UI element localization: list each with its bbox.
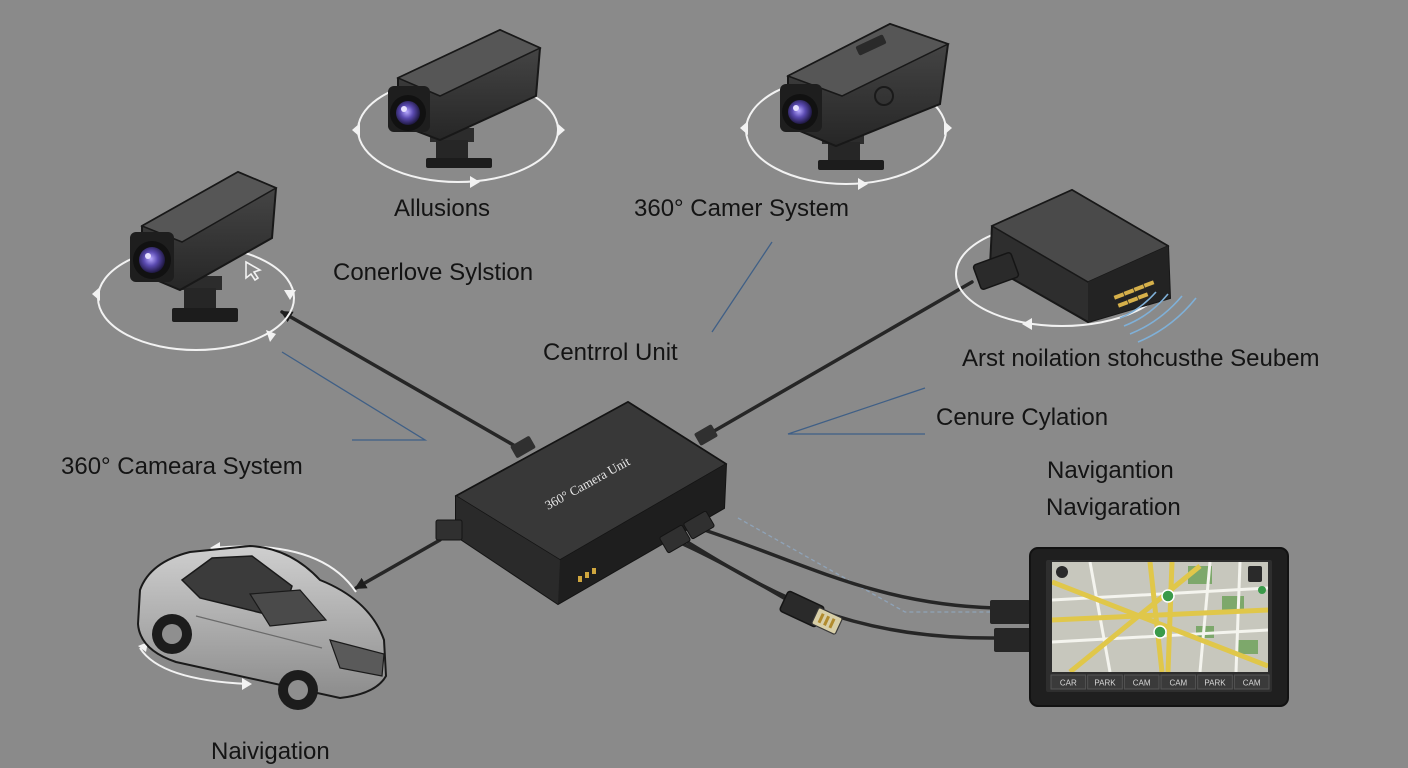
ring-arrow-icon: [740, 121, 748, 135]
central-unit: 360° Camera Unit: [435, 400, 728, 606]
map-pin-icon: [1161, 589, 1175, 603]
screen-button[interactable]: [1123, 674, 1160, 690]
label-module: Arst noilation stohcusthe Seubem: [962, 345, 1320, 372]
label-cam-left: 360° Cameara System: [61, 453, 303, 480]
leader-line-cable: [737, 517, 990, 613]
screen-button-label: CAM: [1169, 679, 1187, 688]
label-center: Cenure Cylation: [936, 404, 1109, 431]
leader-line-top: [711, 241, 773, 333]
cable-to-screen-1: [690, 524, 997, 610]
screen-button[interactable]: [1087, 674, 1123, 690]
screen-button[interactable]: [1233, 674, 1270, 690]
rotation-arc: [139, 647, 249, 685]
cable-to-left-camera: [280, 310, 524, 452]
pin-connector: [1113, 280, 1155, 308]
label-cam-top-right: 360° Camer System: [634, 195, 850, 222]
ring-arrow-icon: [266, 330, 276, 342]
ring-arrow-icon: [1022, 318, 1032, 330]
camera-top-left: [352, 28, 565, 188]
cursor-icon: [245, 260, 262, 282]
map-pin-icon: [1258, 586, 1266, 594]
compass-icon: [1056, 566, 1068, 578]
ring-arrow-icon: [858, 178, 868, 190]
screen-button[interactable]: [1160, 674, 1197, 690]
label-control-unit: Centrrol Unit: [543, 339, 678, 366]
signal-waves-icon: [1119, 291, 1197, 343]
camera-top-right: [740, 22, 952, 190]
navigation-screen: CAR PARK CAM CAM PARK CAM: [990, 547, 1289, 707]
label-coverage: Conerlove Sylstion: [333, 259, 534, 286]
screen-button-label: CAM: [1243, 679, 1261, 688]
cable-to-car: [354, 538, 442, 590]
ring-arrow-icon: [92, 287, 100, 301]
camera-left: [92, 170, 296, 351]
label-navigation-2: Navigaration: [1046, 494, 1181, 521]
layers-icon: [1248, 566, 1262, 582]
status-leds: [578, 568, 596, 582]
ring-arrow-icon: [242, 678, 252, 690]
leader-line-right: [787, 387, 926, 435]
sensor-module: [955, 188, 1197, 343]
screen-button-label: PARK: [1204, 679, 1226, 688]
ring-arrow-icon: [557, 123, 565, 137]
screen-button-label: PARK: [1094, 679, 1116, 688]
screen-button-label: CAR: [1060, 679, 1077, 688]
screen-button[interactable]: [1197, 674, 1233, 690]
ring-arrow-icon: [352, 123, 360, 137]
label-cam-top-left: Allusions: [394, 195, 491, 222]
ring-arrow-icon: [470, 176, 480, 188]
car: [136, 542, 388, 710]
cable-to-screen-2: [682, 538, 1000, 640]
label-car: Naivigation: [211, 738, 330, 765]
cable-to-module: [700, 280, 974, 440]
map-pin-icon: [1153, 625, 1167, 639]
ring-arrow-icon: [284, 290, 296, 300]
cable-connector: [779, 590, 843, 635]
leader-line-left: [281, 351, 428, 441]
leader-lines: [281, 241, 990, 613]
screen-button-label: CAM: [1133, 679, 1151, 688]
ring-arrow-icon: [944, 121, 952, 135]
screen-button[interactable]: [1050, 674, 1087, 690]
screen-buttons: CAR PARK CAM CAM PARK CAM: [1050, 674, 1270, 690]
label-navigation-1: Navigantion: [1047, 457, 1174, 484]
map-view: [1052, 562, 1268, 672]
